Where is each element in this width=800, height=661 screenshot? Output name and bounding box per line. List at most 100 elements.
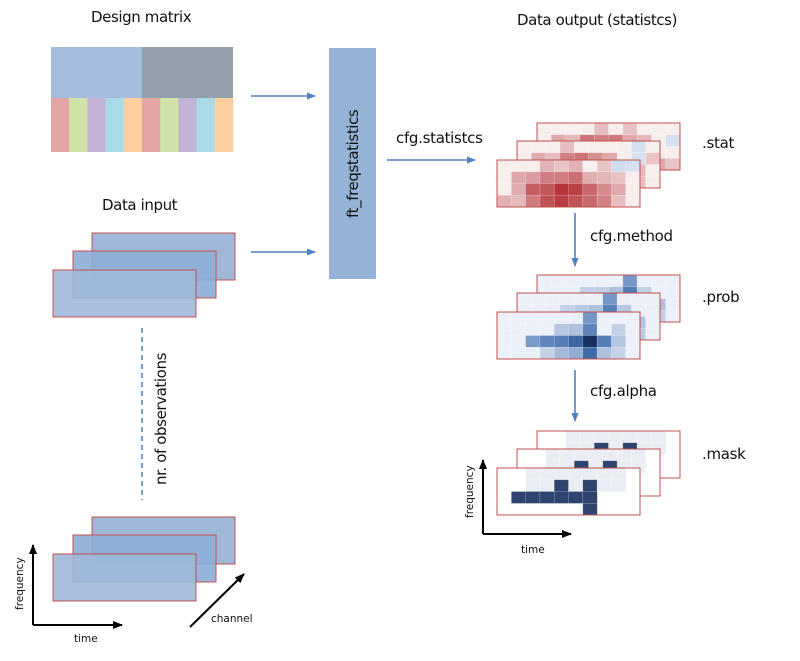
heatmap-cell: [550, 122, 567, 136]
heatmap-cell: [596, 194, 612, 208]
mask-output-label: .mask: [702, 445, 746, 463]
heatmap-cell: [539, 194, 555, 208]
regressor-stripe: [123, 98, 143, 152]
heatmap-cell: [616, 140, 632, 154]
heatmap-cell: [510, 323, 527, 336]
heatmap-cell: [625, 183, 641, 196]
heatmap-cell: [582, 194, 598, 208]
heatmap-cell: [625, 311, 641, 325]
heatmap-cell: [510, 311, 527, 325]
nr-observations-label: nr. of observations: [152, 352, 170, 485]
heatmap-cell: [496, 183, 512, 196]
heatmap-cell: [665, 146, 681, 159]
heatmap-cell: [611, 159, 627, 173]
heatmap-cell: [553, 335, 570, 348]
heatmap-cell: [525, 479, 541, 492]
heatmap-cell: [596, 311, 612, 325]
heatmap-cell: [593, 122, 610, 136]
heatmap-cell: [602, 292, 618, 306]
heatmap-layer: [496, 467, 641, 516]
heatmap-cell: [510, 159, 527, 173]
heatmap-cell: [539, 335, 555, 348]
heatmap-cell: [536, 122, 552, 136]
heatmap-cell: [510, 346, 527, 360]
regressor-stripe: [142, 98, 161, 152]
heatmap-cell: [593, 274, 610, 288]
regressor-stripe: [178, 98, 197, 152]
regressor-stripe: [69, 98, 88, 152]
regressor-stripe: [87, 98, 106, 152]
heatmap-cell: [596, 171, 612, 184]
heatmap-cell: [496, 194, 512, 208]
heatmap-cell: [645, 327, 661, 341]
heatmap-cell: [568, 171, 584, 184]
heatmap-cell: [550, 274, 567, 288]
channel-axis-arrow: [189, 573, 245, 628]
heatmap-cell: [665, 298, 681, 311]
heatmap-cell: [559, 448, 575, 462]
heatmap-cell: [530, 292, 547, 306]
heatmap-cell: [593, 430, 610, 444]
heatmap-cell: [516, 140, 532, 154]
heatmap-cell: [645, 140, 661, 154]
heatmap-cell: [631, 140, 647, 154]
heatmap-cell: [565, 430, 581, 444]
heatmap-border: [496, 159, 641, 208]
condition-a-block: [51, 47, 142, 98]
heatmap-cell: [596, 467, 612, 481]
heatmap-cell: [582, 183, 598, 196]
data-output-title: Data output (statistcs): [517, 11, 677, 29]
heatmap-border: [496, 467, 641, 516]
heatmap-cell: [559, 292, 575, 306]
heatmap-cell: [553, 346, 570, 360]
heatmap-cell: [553, 171, 570, 184]
heatmap-cell: [545, 140, 561, 154]
heatmap-cell: [525, 491, 541, 504]
heatmap-cell: [565, 122, 581, 136]
heatmap-cell: [611, 194, 627, 208]
mask-time-axis-label: time: [521, 544, 545, 556]
heatmap-cell: [645, 304, 661, 317]
channel-axis-label: channel: [211, 613, 253, 625]
heatmap-cell: [636, 274, 652, 288]
heatmap-cell: [539, 491, 555, 504]
heatmap-cell: [616, 448, 632, 462]
heatmap-cell: [553, 159, 570, 173]
data-input-title: Data input: [102, 196, 178, 214]
heatmap-cell: [582, 159, 598, 173]
heatmap-cell: [651, 122, 667, 136]
heatmap-cell: [631, 448, 647, 462]
heatmap-cell: [539, 323, 555, 336]
heatmap-border: [496, 311, 641, 360]
heatmap-cell: [611, 323, 627, 336]
heatmap-cell: [582, 502, 598, 516]
heatmap-cell: [568, 479, 584, 492]
heatmap-cell: [559, 140, 575, 154]
heatmap-cell: [611, 335, 627, 348]
heatmap-cell: [539, 311, 555, 325]
heatmap-cell: [611, 183, 627, 196]
heatmap-cell: [608, 430, 624, 444]
heatmap-cell: [625, 159, 641, 173]
heatmap-cell: [525, 335, 541, 348]
heatmap-cell: [553, 479, 570, 492]
heatmap-cell: [622, 430, 638, 444]
function-name: ft_freqstatistics: [344, 109, 363, 218]
heatmap-cell: [602, 140, 618, 154]
heatmap-cell: [539, 159, 555, 173]
heatmap-cell: [553, 183, 570, 196]
heatmap-cell: [568, 335, 584, 348]
design-matrix-title: Design matrix: [91, 8, 192, 26]
prob-output-label: .prob: [702, 288, 739, 306]
heatmap-cell: [596, 479, 612, 492]
regressor-stripe: [160, 98, 179, 152]
data-dimension-stack: [52, 516, 236, 602]
heatmap-cell: [525, 183, 541, 196]
heatmap-cell: [496, 171, 512, 184]
heatmap-cell: [611, 171, 627, 184]
heatmap-cell: [665, 122, 681, 136]
heatmap-cell: [496, 159, 512, 173]
condition-b-block: [142, 47, 233, 98]
stat-heatmap-stack: [496, 122, 681, 208]
heatmap-cell: [525, 467, 541, 481]
